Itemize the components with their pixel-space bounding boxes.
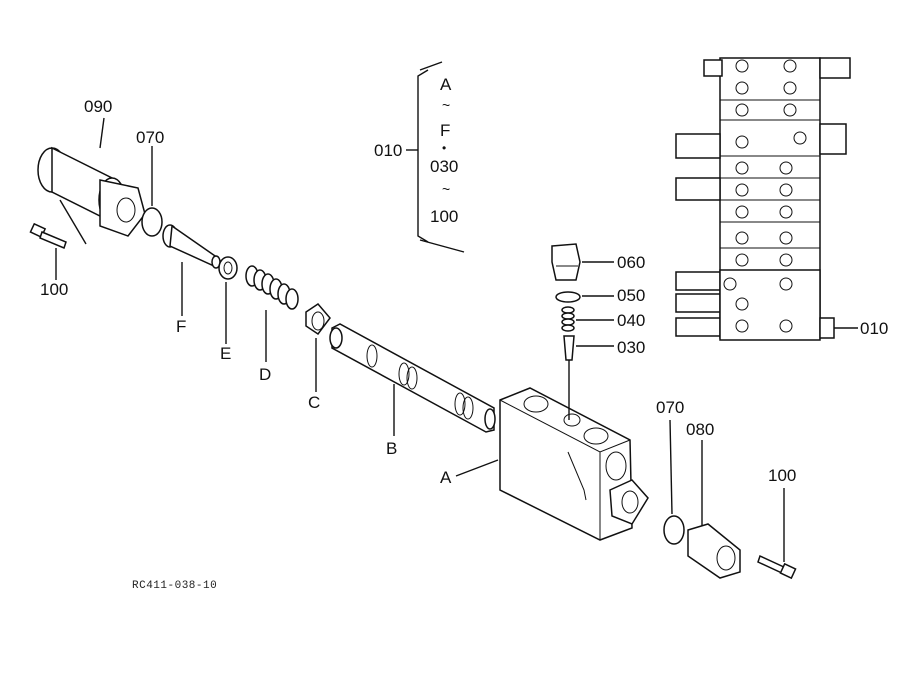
set-legend-line: ~ — [442, 97, 451, 113]
label-010-right: 010 — [860, 319, 889, 338]
label-a: A — [440, 468, 452, 487]
set-legend-line: F — [440, 121, 451, 140]
label-030: 030 — [617, 338, 646, 357]
part-030-poppet — [563, 335, 575, 420]
part-d-spring — [245, 265, 299, 310]
part-090-end-cap — [37, 146, 146, 245]
label-100-left: 100 — [40, 280, 69, 299]
part-f-stem — [162, 224, 221, 269]
part-070-oring-right — [663, 515, 685, 545]
part-e-retainer — [218, 256, 238, 280]
part-070-oring-left — [141, 207, 163, 237]
part-040-spring — [561, 306, 575, 332]
label-060: 060 — [617, 253, 646, 272]
part-100-bolt-left — [29, 222, 67, 250]
label-100-right: 100 — [768, 466, 797, 485]
set-legend-ref: 010 — [374, 141, 403, 160]
part-100-bolt-right — [757, 554, 797, 580]
label-e: E — [220, 344, 232, 363]
part-a-valve-body — [499, 387, 649, 541]
assembly-010 — [675, 57, 851, 341]
label-f: F — [176, 317, 187, 336]
part-c-collar — [305, 303, 331, 336]
set-legend-bracket — [406, 61, 465, 253]
set-legend-line: 030 — [430, 157, 459, 176]
leader-lines — [55, 117, 858, 562]
label-050: 050 — [617, 286, 646, 305]
label-040: 040 — [617, 311, 646, 330]
label-d: D — [259, 365, 272, 384]
label-c: C — [308, 393, 321, 412]
label-070-right: 070 — [656, 398, 685, 417]
part-b-spool — [329, 323, 496, 433]
set-legend-line: • — [442, 141, 447, 155]
drawing-code: RC411-038-10 — [132, 580, 218, 592]
part-060-plug — [551, 243, 581, 281]
label-080: 080 — [686, 420, 715, 439]
label-090: 090 — [84, 97, 113, 116]
set-legend-line: ~ — [442, 181, 451, 197]
set-legend-line: 100 — [430, 207, 459, 226]
label-b: B — [386, 439, 398, 458]
label-070-left: 070 — [136, 128, 165, 147]
part-080-fitting — [687, 523, 741, 579]
part-050-oring — [555, 291, 581, 303]
set-legend-line: A — [440, 75, 452, 94]
